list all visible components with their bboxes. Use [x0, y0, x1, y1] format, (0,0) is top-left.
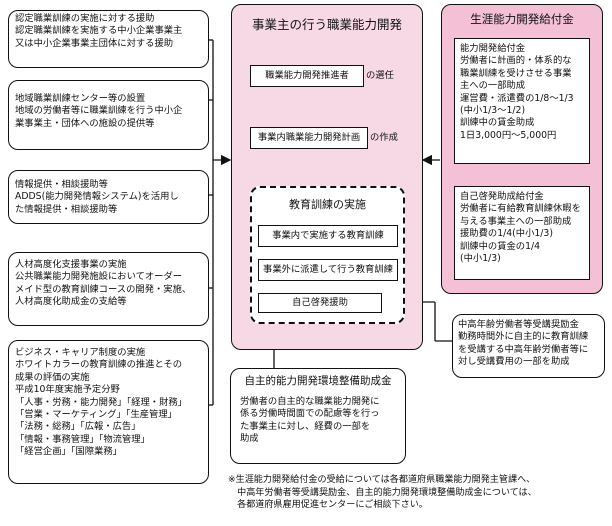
left-box-business-career: ビジネス・キャリア制度の実施 ホワイトカラーの教育訓練の推進とその 成果の評価の… [8, 340, 209, 484]
left-box-information: 情報提供・相談援助等 ADDS(能力開発情報システム)を活用し た情報提供・相談… [8, 170, 209, 224]
middle-aged-worker-incentive-box: 中高年齢労働者等受講奨励金 勤務時間外に自主的に教育訓練 を受講する中高年齢労働… [452, 314, 605, 378]
training-item-external: 事業外に派遣して行う教育訓練 [258, 259, 398, 281]
environment-grant-title: 自主的能力開発環境整備助成金 [244, 375, 392, 387]
step-plan-box: 事業内職業能力開発計画 [250, 127, 368, 149]
center-title: 事業主の行う職業能力開発 [251, 17, 402, 32]
self-development-benefit-box: 自己啓発助成給付金 労働者に有給教育訓練休暇を 与える事業主への一部助成 援助費… [454, 186, 590, 280]
step-promoter-box: 職業能力開発推進者 [250, 65, 364, 87]
training-item-internal: 事業内で実施する教育訓練 [258, 225, 398, 247]
footnote: ※生涯能力開発給付金の受給については各都道府県職業能力開発主管課へ、 中高年労働… [228, 475, 537, 511]
environment-grant-box: 自主的能力開発環境整備助成金 労働者の自主的な職業能力開発に 係る労働時間面での… [230, 368, 406, 464]
left-box-certified-training: 認定職業訓練の実施に対する援助 認定職業訓練を実施する中小企業事業主 又は中小企… [8, 10, 209, 68]
left-box-regional-center: 地域職業訓練センター等の設置 地域の労働者等に職業訓練を行う中小企 業事業主・団… [8, 80, 209, 150]
environment-grant-body: 労働者の自主的な職業能力開発に 係る労働時間面での配慮等を行っ た事業主に対し、… [240, 396, 380, 445]
training-item-self-development: 自己啓発援助 [258, 293, 382, 313]
ability-development-benefit-box: 能力開発給付金 労働者に計画的・体系的な 職業訓練を受けさせる事業 主への一部助… [454, 38, 590, 164]
step-promoter-suffix: の選任 [366, 70, 394, 81]
lifelong-benefit-title: 生涯能力開発給付金 [470, 12, 574, 26]
training-title: 教育訓練の実施 [289, 198, 366, 211]
step-plan-suffix: の作成 [370, 132, 398, 143]
left-box-human-resources: 人材高度化支援事業の実施 公共職業能力開発施設においてオーダー メイド型の教育訓… [8, 252, 209, 326]
